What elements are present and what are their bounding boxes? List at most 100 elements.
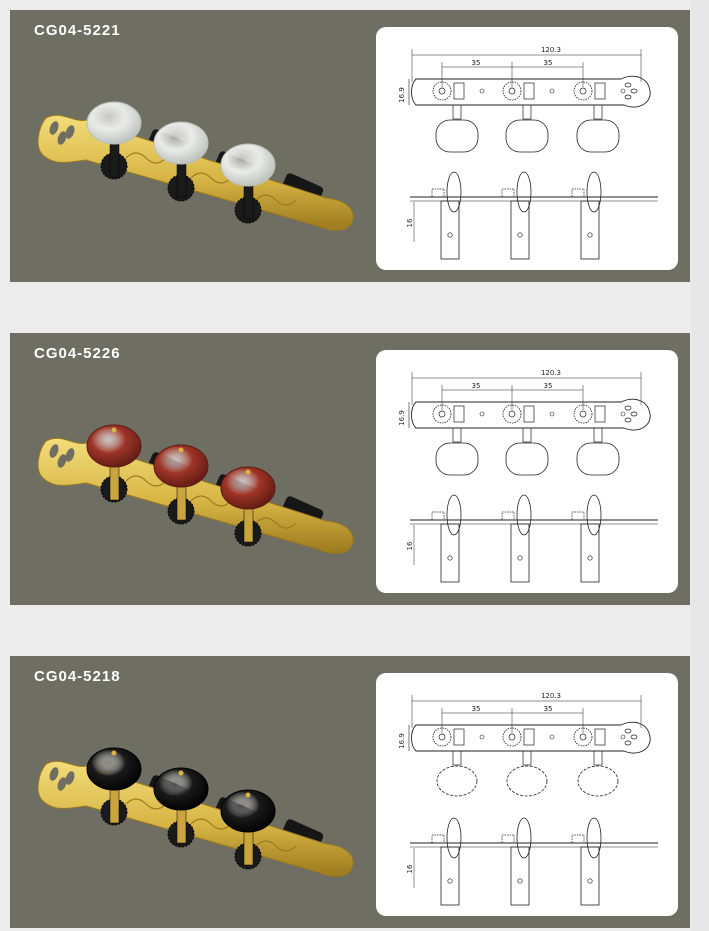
gear-top: [573, 727, 593, 747]
dimension-overall: 120.3: [541, 692, 561, 700]
button-top: [576, 119, 620, 153]
tuner-button: [153, 121, 209, 165]
model-title: CG04-5226: [34, 345, 121, 362]
engraving: [190, 495, 232, 507]
worm-top: [523, 728, 535, 746]
worm-side: [571, 511, 585, 521]
tuner-button: [220, 143, 276, 187]
roller-side: [440, 846, 460, 906]
engraving: [125, 152, 167, 164]
shaft-top: [593, 427, 603, 443]
worm-side: [571, 834, 585, 844]
worm-side: [431, 834, 445, 844]
shaft-top: [452, 750, 462, 766]
gear-center: [579, 733, 587, 741]
worm-side: [571, 188, 585, 198]
button-side: [446, 494, 462, 536]
dimension-height: 16.9: [398, 410, 406, 426]
top-plate: [411, 721, 651, 754]
dimension-spacing: 35: [472, 59, 481, 67]
button-side: [446, 171, 462, 213]
roller-hole: [447, 232, 453, 238]
shaft-top: [593, 104, 603, 120]
roller-side: [580, 200, 600, 260]
lyre-cutout: [65, 448, 75, 462]
worm-side: [501, 511, 515, 521]
roller-side: [580, 846, 600, 906]
shaft-top: [522, 104, 532, 120]
lyre-detail: [630, 734, 638, 740]
dimension-overall: 120.3: [541, 369, 561, 377]
screw-hole: [620, 88, 626, 94]
gear-top: [502, 727, 522, 747]
dimension-spacing: 35: [472, 705, 481, 713]
engraving: [255, 840, 297, 852]
gear-center: [438, 733, 446, 741]
button-screw: [111, 750, 117, 756]
dimension-spacing: 35: [544, 705, 553, 713]
button-top: [506, 765, 548, 797]
button-top: [577, 765, 619, 797]
gear-top: [502, 81, 522, 101]
engraving: [125, 798, 167, 810]
dimension-height: 16.9: [398, 87, 406, 103]
lyre-detail: [624, 728, 632, 734]
button-side: [586, 494, 602, 536]
button-side: [516, 171, 532, 213]
page-edge: [691, 0, 709, 931]
gear-top: [573, 404, 593, 424]
shaft-top: [593, 750, 603, 766]
worm-top: [594, 728, 606, 746]
dimension-spacing: 35: [544, 382, 553, 390]
gear-center: [438, 410, 446, 418]
worm-top: [453, 728, 465, 746]
screw-hole: [620, 734, 626, 740]
engraving: [255, 194, 297, 206]
dimension-overall: 120.3: [541, 46, 561, 54]
lyre-detail: [624, 740, 632, 746]
roller-side: [580, 523, 600, 583]
roller-hole: [447, 555, 453, 561]
tuner-photo: [37, 424, 354, 554]
button-top: [505, 119, 549, 153]
lyre-detail: [630, 411, 638, 417]
dimension-spacing: 35: [544, 59, 553, 67]
button-top: [435, 119, 479, 153]
button-top: [435, 442, 479, 476]
lyre-cutout: [57, 131, 67, 145]
screw-hole: [479, 411, 485, 417]
model-title: CG04-5218: [34, 668, 121, 685]
lyre-detail: [624, 82, 632, 88]
tuner-button: [220, 789, 276, 833]
tuner-photo: [37, 101, 354, 231]
button-side: [586, 171, 602, 213]
button-screw: [178, 770, 184, 776]
lyre-cutout: [49, 767, 59, 781]
lyre-cutout: [49, 121, 59, 135]
roller-hole: [517, 878, 523, 884]
gear-top: [432, 404, 452, 424]
engraving: [190, 172, 232, 184]
screw-hole: [549, 411, 555, 417]
shaft-top: [522, 427, 532, 443]
lyre-detail: [624, 405, 632, 411]
lyre-cutout: [57, 454, 67, 468]
screw-hole: [479, 734, 485, 740]
button-screw: [178, 447, 184, 453]
button-screw: [111, 427, 117, 433]
gear-center: [508, 87, 516, 95]
roller-side: [510, 200, 530, 260]
roller-hole: [447, 878, 453, 884]
roller-side: [510, 523, 530, 583]
dimension-post: 16: [406, 864, 414, 873]
tuner-button: [86, 424, 142, 468]
tuner-button: [220, 466, 276, 510]
worm-top: [594, 405, 606, 423]
button-top: [505, 442, 549, 476]
gear-top: [432, 727, 452, 747]
gear-top: [573, 81, 593, 101]
